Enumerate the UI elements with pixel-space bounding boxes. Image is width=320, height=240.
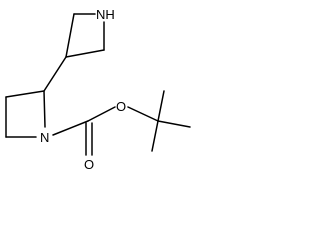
bond-ester-o-to-cq: [127, 106, 159, 122]
bond-upper-ring-c-bottom-to-c-top: [65, 13, 75, 58]
structure-diagram: NH N O O: [5, 7, 191, 172]
bond-upper-ring-c-right-to-c-bottom: [65, 49, 105, 58]
bond-cq-to-methyl-up: [157, 90, 165, 122]
bond-n-to-carbonyl-c: [52, 120, 89, 136]
bond-cq-to-methyl-right: [157, 120, 191, 128]
atom-label-ring-n: N: [40, 130, 49, 145]
atom-label-carbonyl-o: O: [84, 157, 94, 172]
bond-lower-ring-n-to-c2: [43, 90, 46, 128]
atom-label-ester-o: O: [116, 99, 126, 114]
bond-carbonyl-c-to-ester-o: [87, 106, 116, 122]
bond-cq-to-methyl-down: [151, 120, 159, 152]
bond-lower-ring-c2-to-c3: [5, 90, 45, 98]
atom-label-nh: NH: [96, 7, 115, 22]
bond-ring-link: [43, 56, 67, 92]
